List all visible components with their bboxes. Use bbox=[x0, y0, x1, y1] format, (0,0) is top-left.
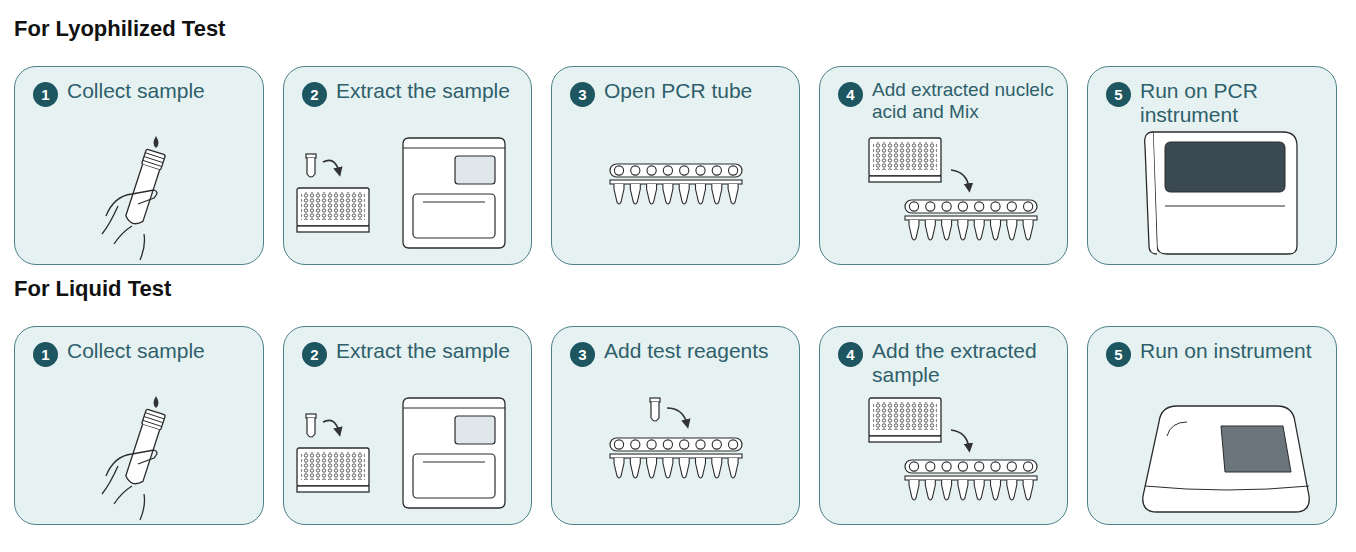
section-heading: For Liquid Test bbox=[14, 276, 171, 302]
step-label: Add the extracted sample bbox=[872, 339, 1059, 387]
step-number: 1 bbox=[33, 82, 58, 107]
callout-number: 2 bbox=[302, 342, 327, 367]
step-label: Add extracted nuclelc acid and Mix bbox=[872, 79, 1059, 123]
step-panel: Add extracted nuclelc acid and Mix 4 bbox=[819, 66, 1068, 265]
step-label: Open PCR tube bbox=[604, 79, 791, 103]
step-panel: Add the extracted sample 4 bbox=[819, 326, 1068, 525]
step-panel: Run on instrument 5 bbox=[1087, 326, 1337, 525]
callout-number: 3 bbox=[570, 82, 595, 107]
step-label: Collect sample bbox=[67, 79, 255, 103]
callout-number: 5 bbox=[1106, 82, 1131, 107]
step-panel: Add test reagents 3 bbox=[551, 326, 800, 525]
step-panel: Extract the sample 2 bbox=[283, 66, 532, 265]
section-heading: For Lyophilized Test bbox=[14, 16, 225, 42]
step-number: 3 bbox=[570, 342, 595, 367]
callout-number: 1 bbox=[33, 342, 58, 367]
step-panel: Extract the sample 2 bbox=[283, 326, 532, 525]
step-number: 2 bbox=[302, 82, 327, 107]
step-panel: Collect sample 1 bbox=[14, 66, 264, 265]
step-label: Extract the sample bbox=[336, 339, 523, 363]
step-number: 4 bbox=[838, 342, 863, 367]
step-number: 5 bbox=[1106, 342, 1131, 367]
step-panel: Run on PCR instrument 5 bbox=[1087, 66, 1337, 265]
step-number: 5 bbox=[1106, 82, 1131, 107]
callout-number: 4 bbox=[838, 82, 863, 107]
callout-number: 4 bbox=[838, 342, 863, 367]
callout-number: 2 bbox=[302, 82, 327, 107]
step-number: 2 bbox=[302, 342, 327, 367]
step-label: Run on instrument bbox=[1140, 339, 1328, 363]
callout-number: 1 bbox=[33, 82, 58, 107]
step-label: Collect sample bbox=[67, 339, 255, 363]
step-label: Extract the sample bbox=[336, 79, 523, 103]
callout-number: 5 bbox=[1106, 342, 1131, 367]
step-number: 4 bbox=[838, 82, 863, 107]
step-number: 1 bbox=[33, 342, 58, 367]
callout-number: 3 bbox=[570, 342, 595, 367]
step-panel: Open PCR tube 3 bbox=[551, 66, 800, 265]
step-label: Add test reagents bbox=[604, 339, 791, 363]
step-number: 3 bbox=[570, 82, 595, 107]
step-label: Run on PCR instrument bbox=[1140, 79, 1328, 127]
step-panel: Collect sample 1 bbox=[14, 326, 264, 525]
